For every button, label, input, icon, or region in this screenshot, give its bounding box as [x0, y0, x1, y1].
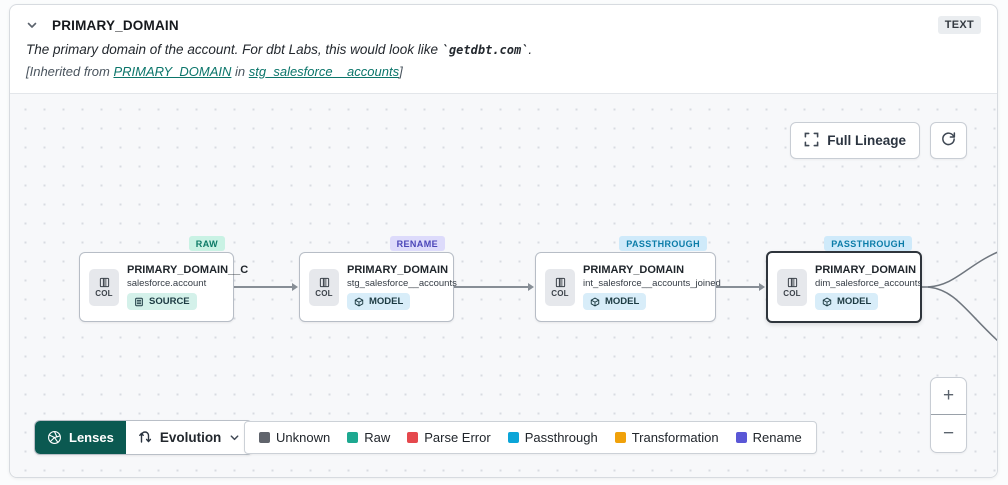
column-lineage-panel: PRIMARY_DOMAIN TEXT The primary domain o… [9, 4, 998, 478]
expand-icon [804, 132, 819, 150]
columns-icon [319, 277, 329, 287]
resource-type-tag: MODEL [583, 293, 647, 310]
full-lineage-label: Full Lineage [827, 133, 906, 148]
chevron-down-icon [230, 435, 239, 441]
evolution-badge: PASSTHROUGH [619, 236, 707, 251]
resource-type-tag: MODEL [815, 293, 879, 310]
legend-item: Transformation [614, 430, 719, 445]
resource-type-tag: MODEL [347, 293, 411, 310]
node-column-name: PRIMARY_DOMAIN [347, 264, 449, 276]
node-model-name: salesforce.account [127, 278, 207, 289]
column-type-badge: TEXT [937, 16, 981, 34]
legend-item: Unknown [259, 430, 330, 445]
evolution-legend: Unknown Raw Parse Error Passthrough Tran… [244, 421, 817, 454]
lineage-edge [454, 283, 534, 290]
legend-item: Rename [735, 430, 802, 445]
full-lineage-button[interactable]: Full Lineage [790, 122, 920, 159]
column-header: PRIMARY_DOMAIN TEXT The primary domain o… [10, 5, 997, 93]
columns-icon [99, 277, 109, 287]
chevron-down-icon[interactable] [26, 19, 38, 31]
lenses-button[interactable]: Lenses [35, 421, 126, 454]
legend-swatch [347, 432, 359, 443]
lineage-canvas[interactable]: Full Lineage RAW COL PRIMARY_DOMAIN__C [10, 93, 997, 477]
resource-type-tag: SOURCE [127, 293, 197, 310]
legend-swatch [614, 432, 626, 443]
node-model-name: int_salesforce__accounts_joined [583, 278, 721, 289]
column-chip: COL [545, 268, 575, 306]
page-title: PRIMARY_DOMAIN [52, 17, 179, 33]
column-chip: COL [89, 268, 119, 306]
legend-item: Raw [347, 430, 390, 445]
refresh-button[interactable] [930, 122, 967, 159]
lenses-label: Lenses [69, 430, 114, 445]
legend-item: Passthrough [507, 430, 598, 445]
column-chip: COL [309, 268, 339, 306]
lineage-edge [234, 283, 298, 290]
inherited-column-link[interactable]: PRIMARY_DOMAIN [113, 64, 232, 79]
node-column-name: PRIMARY_DOMAIN [815, 264, 917, 276]
column-description: The primary domain of the account. For d… [26, 42, 533, 57]
evolution-icon [138, 431, 151, 443]
legend-swatch [507, 432, 519, 443]
evolution-badge: PASSTHROUGH [824, 236, 912, 251]
lineage-node-dim-selected[interactable]: PASSTHROUGH COL PRIMARY_DOMAIN dim_sales… [766, 236, 923, 323]
lens-dropdown[interactable]: Evolution [125, 421, 253, 454]
lineage-node-staging[interactable]: RENAME COL PRIMARY_DOMAIN stg_salesforce… [299, 236, 457, 322]
model-icon [354, 297, 364, 306]
lenses-control: Lenses Evolution [34, 420, 254, 455]
node-model-name: dim_salesforce_accounts [815, 278, 923, 289]
columns-icon [555, 277, 565, 287]
model-icon [590, 297, 600, 306]
lineage-node-intermediate[interactable]: PASSTHROUGH COL PRIMARY_DOMAIN int_sales… [535, 236, 721, 322]
refresh-icon [940, 130, 957, 152]
source-icon [135, 297, 143, 306]
node-column-name: PRIMARY_DOMAIN__C [127, 264, 249, 276]
inline-code: `getdbt.com` [441, 43, 529, 57]
node-column-name: PRIMARY_DOMAIN [583, 264, 685, 276]
lineage-node-source[interactable]: RAW COL PRIMARY_DOMAIN__C salesforce.acc… [79, 236, 248, 322]
legend-swatch [259, 432, 270, 443]
lens-aperture-icon [48, 431, 61, 444]
legend-swatch [735, 432, 747, 443]
node-model-name: stg_salesforce__accounts [347, 278, 457, 289]
lineage-edge [715, 283, 765, 290]
legend-swatch [407, 432, 419, 443]
inherited-model-link[interactable]: stg_salesforce__accounts [248, 64, 400, 79]
evolution-badge: RENAME [389, 236, 445, 251]
inherited-from-note: [Inherited from PRIMARY_DOMAIN in stg_sa… [26, 64, 403, 79]
zoom-in-button[interactable]: + [931, 378, 966, 415]
model-icon [822, 297, 832, 306]
zoom-out-button[interactable]: − [942, 422, 955, 444]
legend-item: Parse Error [407, 430, 491, 445]
columns-icon [787, 277, 797, 287]
lens-selected-value: Evolution [159, 430, 222, 445]
zoom-controls: + − [930, 377, 967, 453]
column-chip: COL [777, 268, 807, 306]
evolution-badge: RAW [188, 236, 225, 251]
downstream-fork-edges [921, 251, 997, 342]
